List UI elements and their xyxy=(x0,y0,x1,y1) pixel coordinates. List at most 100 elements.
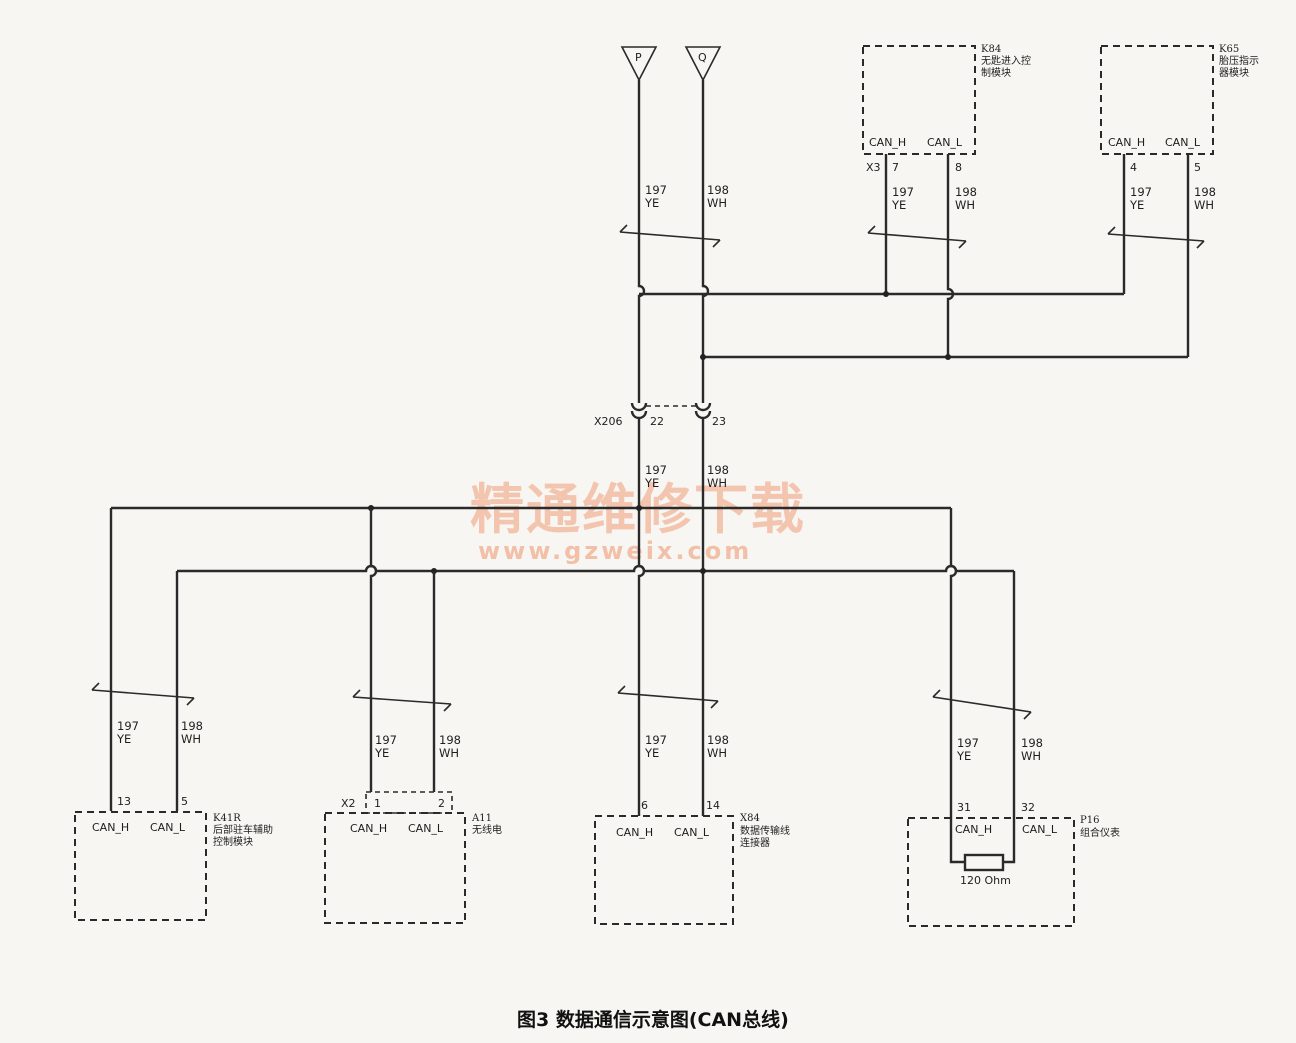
wire-label-color: YE xyxy=(116,732,131,746)
wire-label-color: WH xyxy=(707,746,727,760)
pin-number: 7 xyxy=(892,161,899,174)
module-k84-name: 制模块 xyxy=(981,66,1011,79)
wire-label-num: 198 xyxy=(439,733,461,747)
twisted-pair-mark xyxy=(932,696,1032,713)
module-x84-box xyxy=(594,815,734,925)
module-p16-name: 组合仪表 xyxy=(1080,826,1120,839)
pin-number: 31 xyxy=(957,801,971,814)
wire-label-num: 198 xyxy=(181,719,203,733)
wire-label-color: WH xyxy=(439,746,459,760)
module-k84-name: 无匙进入控 xyxy=(981,54,1031,67)
module-k41r-name: 后部驻车辅助 xyxy=(213,823,273,836)
wire-label-color: WH xyxy=(181,732,201,746)
wire-p16-can-l xyxy=(1003,571,1016,864)
wire-label-num: 197 xyxy=(375,733,397,747)
wire-label-color: YE xyxy=(956,749,971,763)
pin-number: 23 xyxy=(712,415,726,428)
connector-q: Q xyxy=(684,46,722,82)
wire-label-color: WH xyxy=(707,476,727,490)
pin-label-can-h: CAN_H xyxy=(955,823,992,836)
wire-a11-can-h xyxy=(369,508,378,792)
module-a11-box xyxy=(324,812,466,924)
wire-label-num: 197 xyxy=(1130,185,1152,199)
wire-label-num: 197 xyxy=(645,733,667,747)
watermark-url: www.gzweix.com xyxy=(478,537,752,565)
wire-label-color: WH xyxy=(1021,749,1041,763)
wire-label-color: YE xyxy=(1129,198,1144,212)
bus-can-l-lower xyxy=(177,564,1014,573)
wire-label-num: 198 xyxy=(707,183,729,197)
connector-q-label: Q xyxy=(698,51,707,64)
twisted-pair-mark xyxy=(867,232,967,242)
module-x84-id: X84 xyxy=(740,813,760,824)
wire-label-num: 197 xyxy=(117,719,139,733)
pin-number: 5 xyxy=(181,795,188,808)
pin-number: 14 xyxy=(706,799,720,812)
pin-number: 6 xyxy=(641,799,648,812)
wire-label-color: WH xyxy=(707,196,727,210)
pin-label-can-l: CAN_L xyxy=(1165,136,1201,149)
wire-label-num: 197 xyxy=(645,463,667,477)
pin-number: 13 xyxy=(117,795,131,808)
wire-label-color: YE xyxy=(644,196,659,210)
wire-label-color: YE xyxy=(644,746,659,760)
figure-caption: 图3 数据通信示意图(CAN总线) xyxy=(517,1008,789,1031)
resistor-120-ohm xyxy=(963,853,1005,872)
wire-can-l-main xyxy=(701,80,710,403)
connector-x3: X3 xyxy=(866,161,881,174)
wire-label-num: 198 xyxy=(707,733,729,747)
module-k65-box xyxy=(1100,45,1214,155)
wire-p16-can-h xyxy=(949,508,965,864)
pin-number: 4 xyxy=(1130,161,1137,174)
module-p16-id: P16 xyxy=(1080,815,1099,826)
pin-label-can-l: CAN_L xyxy=(1022,823,1058,836)
connector-x206-label: X206 xyxy=(594,415,623,428)
module-a11-id: A11 xyxy=(471,813,492,824)
module-k65-name: 器模块 xyxy=(1219,67,1249,79)
wire-label-num: 197 xyxy=(957,736,979,750)
twisted-pair-mark xyxy=(1107,233,1205,242)
pin-number: 8 xyxy=(955,161,962,174)
twisted-pair-mark xyxy=(617,692,719,702)
wire-label-num: 197 xyxy=(645,183,667,197)
wire-label-num: 198 xyxy=(955,185,977,199)
resistor-label: 120 Ohm xyxy=(960,874,1011,887)
wire-label-num: 198 xyxy=(707,463,729,477)
wire-label-num: 198 xyxy=(1021,736,1043,750)
pin-label-can-h: CAN_H xyxy=(869,136,906,149)
wire-label-color: YE xyxy=(374,746,389,760)
wire-label-color: WH xyxy=(955,198,975,212)
pin-label-can-h: CAN_H xyxy=(350,822,387,835)
module-p16-box xyxy=(907,817,1075,927)
pin-label-can-l: CAN_L xyxy=(927,136,963,149)
pin-number: 5 xyxy=(1194,161,1201,174)
wire-label-color: YE xyxy=(644,476,659,490)
pin-label-can-h: CAN_H xyxy=(1108,136,1145,149)
module-a11-name: 无线电 xyxy=(472,823,502,836)
module-k65-id: K65 xyxy=(1219,44,1239,55)
wire-label-num: 197 xyxy=(892,185,914,199)
pin-label-can-h: CAN_H xyxy=(616,826,653,839)
wire-label-color: YE xyxy=(891,198,906,212)
pin-number: 2 xyxy=(438,797,445,810)
module-x84-name: 数据传输线 xyxy=(740,824,790,837)
module-k41r-name: 控制模块 xyxy=(213,835,253,848)
connector-p: P xyxy=(620,46,658,82)
twisted-pair-mark xyxy=(619,231,721,241)
module-x84-name: 连接器 xyxy=(740,836,770,849)
pin-number: 1 xyxy=(374,797,381,810)
connector-x206 xyxy=(630,402,712,420)
connector-x2: X2 xyxy=(341,797,356,810)
wire-label-color: WH xyxy=(1194,198,1214,212)
pin-label-can-l: CAN_L xyxy=(408,822,444,835)
wire-can-h-main xyxy=(637,80,646,403)
pin-label-can-l: CAN_L xyxy=(150,821,186,834)
connector-p-label: P xyxy=(635,51,642,64)
wire-label-num: 198 xyxy=(1194,185,1216,199)
wire-k84-can-l xyxy=(946,154,955,357)
module-k65-name: 胎压指示 xyxy=(1219,54,1259,67)
pin-label-can-h: CAN_H xyxy=(92,821,129,834)
twisted-pair-mark xyxy=(352,696,452,705)
twisted-pair-mark xyxy=(91,689,195,699)
